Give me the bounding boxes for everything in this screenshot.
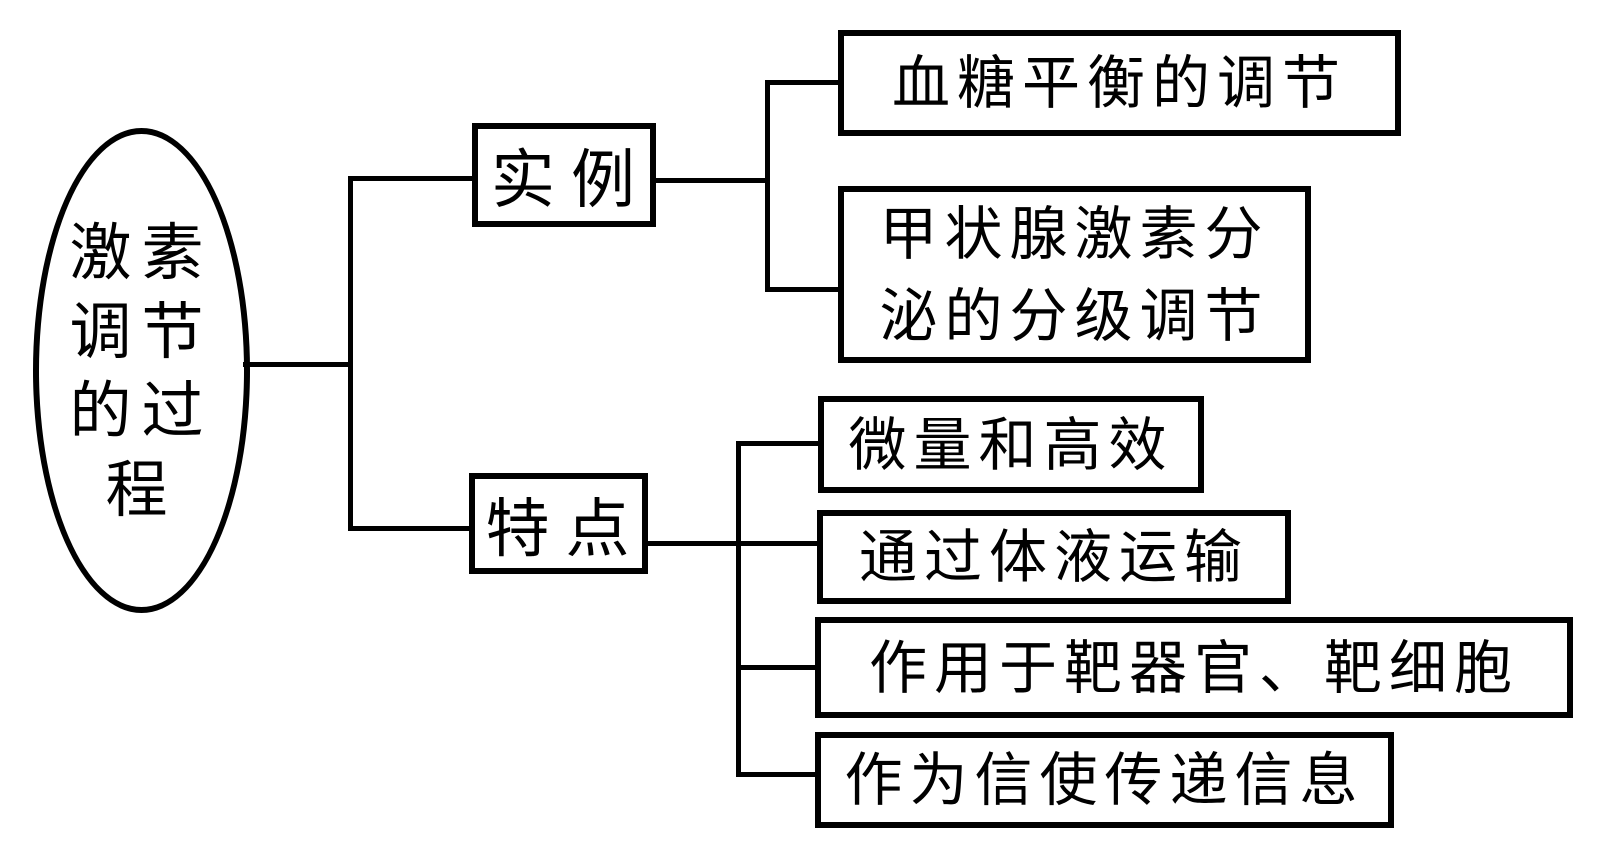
leaf-node-blood-sugar-regulation: 血糖平衡的调节: [838, 30, 1401, 136]
root-node-ellipse: 激素调节的过程: [33, 128, 250, 613]
leaf-node-body-fluid-transport-label: 通过体液运输: [858, 523, 1249, 591]
leaf-node-body-fluid-transport: 通过体液运输: [817, 510, 1291, 604]
leaf-node-messenger-information-label: 作为信使传递信息: [844, 746, 1365, 814]
connector-examples-trunk: [765, 80, 770, 292]
connector-features-out: [645, 541, 740, 546]
branch-node-features: 特点: [469, 473, 648, 574]
leaf-node-trace-and-efficient-label: 微量和高效: [848, 410, 1174, 479]
leaf-node-messenger-information: 作为信使传递信息: [815, 732, 1394, 828]
leaf-node-blood-sugar-regulation-label: 血糖平衡的调节: [891, 49, 1347, 117]
root-node-label: 激素调节的过程: [69, 215, 214, 526]
connector-to-blood-sugar: [768, 80, 840, 85]
branch-node-examples-label: 实例: [491, 144, 651, 218]
connector-trunk-to-examples: [350, 176, 474, 181]
leaf-node-target-organs-cells: 作用于靶器官、靶细胞: [815, 617, 1573, 718]
connector-to-trace-efficient: [739, 441, 820, 446]
connector-main-trunk: [348, 176, 353, 531]
connector-root-to-trunk: [243, 362, 353, 367]
connector-features-trunk: [736, 441, 741, 777]
connector-to-target-organs: [739, 665, 817, 670]
connector-trunk-to-features: [350, 526, 471, 531]
connector-to-fluid-transport: [739, 541, 819, 546]
branch-node-features-label: 特点: [485, 492, 646, 567]
branch-node-examples: 实例: [472, 123, 656, 227]
connector-to-messenger: [739, 772, 817, 777]
leaf-node-target-organs-cells-label: 作用于靶器官、靶细胞: [868, 633, 1519, 702]
connector-to-thyroid: [768, 287, 840, 292]
leaf-node-thyroid-hierarchical-regulation-label: 甲状腺激素分泌的分级调节: [879, 199, 1270, 350]
leaf-node-thyroid-hierarchical-regulation: 甲状腺激素分泌的分级调节: [838, 186, 1311, 363]
connector-examples-out: [653, 178, 769, 183]
leaf-node-trace-and-efficient: 微量和高效: [818, 396, 1204, 493]
